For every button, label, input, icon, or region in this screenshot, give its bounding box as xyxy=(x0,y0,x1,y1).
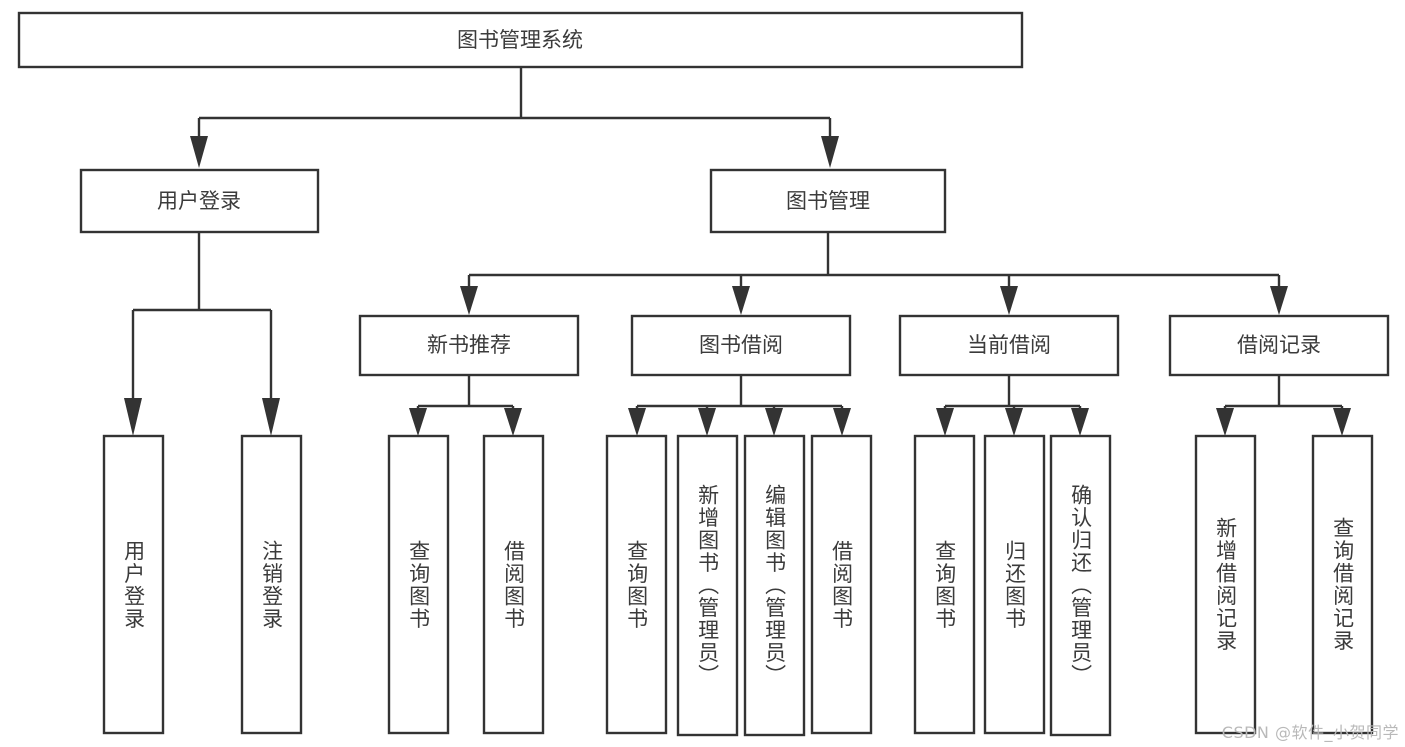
arrow-to-user-login-icon xyxy=(190,136,208,168)
arrow-new-book-leaf2-icon xyxy=(504,408,522,436)
leaf-box-book-borrow-3[interactable] xyxy=(743,434,806,737)
leaf-box-current-borrow-2[interactable] xyxy=(983,434,1046,735)
arrow-borrow-record-leaf2-icon xyxy=(1333,408,1351,436)
arrow-user-login-leaf2-icon xyxy=(262,398,280,436)
arrow-to-new-book-icon xyxy=(460,286,478,315)
node-book-borrow-label: 图书借阅 xyxy=(699,333,783,357)
node-borrow-record-label: 借阅记录 xyxy=(1237,333,1321,357)
leaf-box-book-borrow-2[interactable] xyxy=(676,434,739,737)
node-new-book-recommend-box[interactable] xyxy=(358,314,580,377)
arrow-to-borrow-record-icon xyxy=(1270,286,1288,315)
leaf-box-user-login-2[interactable] xyxy=(240,434,303,735)
node-root-label: 图书管理系统 xyxy=(457,28,583,52)
leaf-box-book-borrow-1[interactable] xyxy=(605,434,668,735)
node-book-borrow-box[interactable] xyxy=(630,314,852,377)
node-root[interactable]: 图书管理系统 xyxy=(17,11,1024,69)
node-current-borrow-label: 当前借阅 xyxy=(967,333,1051,357)
arrow-current-borrow-leaf1-icon xyxy=(936,408,954,436)
node-book-manage-box[interactable] xyxy=(709,168,947,234)
leaf-box-user-login-1[interactable] xyxy=(102,434,165,735)
node-user-login[interactable]: 用户登录 xyxy=(79,168,320,234)
arrow-to-book-borrow-icon xyxy=(732,286,750,315)
arrow-book-borrow-leaf3-icon xyxy=(765,408,783,436)
arrow-new-book-leaf1-icon xyxy=(409,408,427,436)
node-borrow-record[interactable]: 借阅记录 xyxy=(1168,314,1390,377)
node-user-login-label: 用户登录 xyxy=(157,189,241,213)
arrow-user-login-leaf1-icon xyxy=(124,398,142,436)
arrow-book-borrow-leaf2-icon xyxy=(698,408,716,436)
node-current-borrow-box[interactable] xyxy=(898,314,1120,377)
node-new-book-recommend-label: 新书推荐 xyxy=(427,333,511,357)
arrow-current-borrow-leaf2-icon xyxy=(1005,408,1023,436)
arrow-book-borrow-leaf4-icon xyxy=(833,408,851,436)
arrow-to-book-manage-icon xyxy=(821,136,839,168)
leaf-box-new-book-1[interactable] xyxy=(387,434,450,735)
node-book-manage[interactable]: 图书管理 xyxy=(709,168,947,234)
node-borrow-record-box[interactable] xyxy=(1168,314,1390,377)
leaf-box-borrow-record-1[interactable] xyxy=(1194,434,1257,735)
arrow-to-current-borrow-icon xyxy=(1000,286,1018,315)
leaf-box-book-borrow-4[interactable] xyxy=(810,434,873,735)
node-book-manage-label: 图书管理 xyxy=(786,189,870,213)
node-current-borrow[interactable]: 当前借阅 xyxy=(898,314,1120,377)
node-book-borrow[interactable]: 图书借阅 xyxy=(630,314,852,377)
arrow-book-borrow-leaf1-icon xyxy=(628,408,646,436)
leaf-box-new-book-2[interactable] xyxy=(482,434,545,735)
leaf-box-current-borrow-1[interactable] xyxy=(913,434,976,735)
arrow-current-borrow-leaf3-icon xyxy=(1071,408,1089,436)
node-root-box[interactable] xyxy=(17,11,1024,69)
node-new-book-recommend[interactable]: 新书推荐 xyxy=(358,314,580,377)
watermark-text: CSDN @软件_小贺同学 xyxy=(1221,723,1399,742)
leaf-box-borrow-record-2[interactable] xyxy=(1311,434,1374,735)
arrow-borrow-record-leaf1-icon xyxy=(1216,408,1234,436)
leaf-box-current-borrow-3[interactable] xyxy=(1049,434,1112,737)
